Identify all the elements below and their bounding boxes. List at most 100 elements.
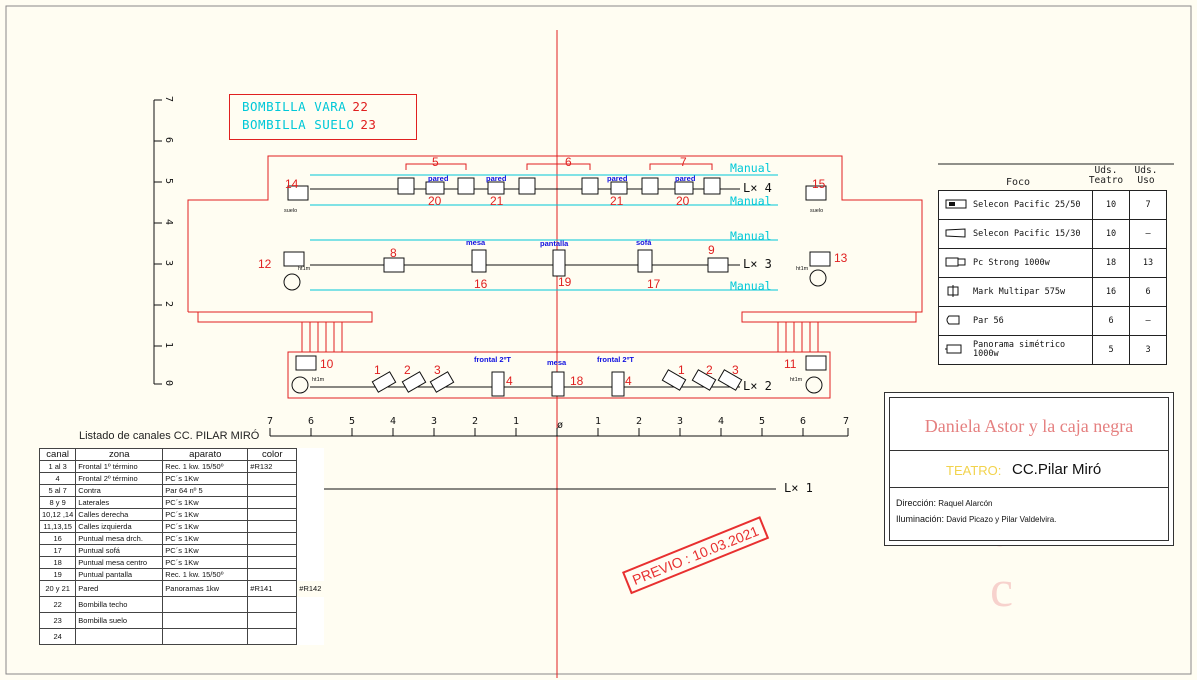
- credit-iluminacion: Iluminación: David Picazo y Pilar Valdel…: [896, 514, 1057, 524]
- label-pared: pared: [607, 174, 628, 183]
- floor-stands: [283, 269, 827, 394]
- label-mesa: mesa: [547, 358, 567, 367]
- label-manual: Manual: [730, 229, 772, 243]
- label-sofa: sofá: [636, 238, 652, 247]
- legend-fixture: Mark Multipar 575w: [938, 277, 1093, 307]
- table-cell: 23: [38, 612, 77, 629]
- credit-direccion: Dirección: Raquel Alarcón: [896, 498, 993, 508]
- table-cell: [247, 508, 298, 521]
- table-cell: PC´s 1Kw: [162, 532, 249, 545]
- group-bracket: [405, 163, 467, 170]
- label-suelo: suelo: [284, 208, 297, 214]
- table-cell: [247, 496, 298, 509]
- legend-uso-count: –: [1129, 306, 1167, 336]
- scale-label: 1: [513, 416, 519, 427]
- legend-fixture: Pc Strong 1000w: [938, 248, 1093, 278]
- legend-fixture-name: Panorama simétrico 1000w: [973, 340, 1066, 359]
- label-pantalla: pantalla: [540, 239, 569, 248]
- channel-number: 5: [432, 155, 439, 169]
- table-cell: [247, 556, 298, 569]
- column-header: color: [247, 448, 298, 461]
- label-pared: pared: [675, 174, 696, 183]
- table-header-row: canal zona aparato color: [38, 448, 324, 461]
- table-cell: PC´s 1Kw: [162, 508, 249, 521]
- table-cell: [247, 568, 298, 581]
- channel-number: 13: [834, 251, 848, 265]
- channel-number: 20: [428, 194, 442, 208]
- par-can-icon: [945, 314, 967, 329]
- label-ht1m: ht1m: [312, 377, 325, 383]
- theatre-row: TEATRO: CC.Pilar Miró: [890, 450, 1168, 488]
- channel-number: 16: [474, 277, 488, 291]
- label-ht1m: ht1m: [790, 377, 803, 383]
- table-row: 24: [38, 628, 324, 645]
- horizontal-scale: [269, 428, 849, 437]
- scale-label: 6: [308, 416, 314, 427]
- legend-uso-count: 6: [1129, 277, 1167, 307]
- table-cell: [247, 472, 298, 485]
- channel-number: 6: [565, 155, 572, 169]
- table-cell: [162, 612, 249, 629]
- channel-number: 2: [706, 363, 713, 377]
- label-ht1m: ht1m: [796, 266, 809, 272]
- legend-teatro-count: 16: [1092, 277, 1130, 307]
- par-can-fixtures: [397, 177, 721, 195]
- table-cell: 22: [38, 596, 77, 613]
- legend-teatro-count: 10: [1092, 219, 1130, 249]
- table-cell: [162, 628, 249, 645]
- table-cell: Bombilla suelo: [75, 612, 164, 629]
- pc-fresnel-icon: [945, 256, 967, 271]
- table-cell: [247, 544, 298, 557]
- table-cell: Frontal 2º término: [75, 472, 164, 485]
- legend-col-teatro: Uds. Teatro: [1088, 165, 1124, 186]
- label-pared: pared: [428, 174, 449, 183]
- table-cell: PC´s 1Kw: [162, 496, 249, 509]
- scale-label: 7: [843, 416, 849, 427]
- table-cell: PC´s 1Kw: [162, 472, 249, 485]
- channel-list-title: Listado de canales CC. PILAR MIRÓ: [79, 430, 260, 442]
- channel-number: 21: [490, 194, 504, 208]
- channel-number: 10: [320, 357, 334, 371]
- legend-fixture: Par 56: [938, 306, 1093, 336]
- vertical-scale-labels: 7 6 5 4 3 2 1 0: [163, 96, 174, 386]
- table-cell: [247, 628, 298, 645]
- channel-number: 12: [258, 257, 272, 271]
- horizontal-scale-labels: 7 6 5 4 3 2 1 ø 1 2 3 4 5 6 7: [267, 416, 849, 431]
- table-cell: Puntual mesa drch.: [75, 532, 164, 545]
- table-cell: Contra: [75, 484, 164, 497]
- table-cell: PC´s 1Kw: [162, 544, 249, 557]
- label-manual: Manual: [730, 194, 772, 208]
- channel-number: 9: [708, 243, 715, 257]
- scale-label: 0: [163, 380, 174, 386]
- table-cell: Puntual pantalla: [75, 568, 164, 581]
- label-lx3: L× 3: [743, 257, 772, 271]
- table-cell: Panoramas 1kw: [162, 580, 249, 597]
- label-lx2: L× 2: [743, 379, 772, 393]
- table-cell: Frontal 1º término: [75, 460, 164, 473]
- table-cell: Rec. 1 kw. 15/50º: [162, 460, 249, 473]
- channel-number: 19: [558, 275, 572, 289]
- table-cell: Laterales: [75, 496, 164, 509]
- table-cell: [75, 628, 164, 645]
- legend-teatro-count: 10: [1092, 190, 1130, 220]
- table-cell: 16: [38, 532, 77, 545]
- table-cell: PC´s 1Kw: [162, 556, 249, 569]
- pc-fixtures: [283, 185, 831, 371]
- channel-number: 21: [610, 194, 624, 208]
- profile-spot-icon: [945, 198, 967, 213]
- scale-label: 3: [431, 416, 437, 427]
- scale-label: 4: [163, 219, 174, 225]
- table-cell: 5 al 7: [38, 484, 77, 497]
- column-header: zona: [75, 448, 164, 461]
